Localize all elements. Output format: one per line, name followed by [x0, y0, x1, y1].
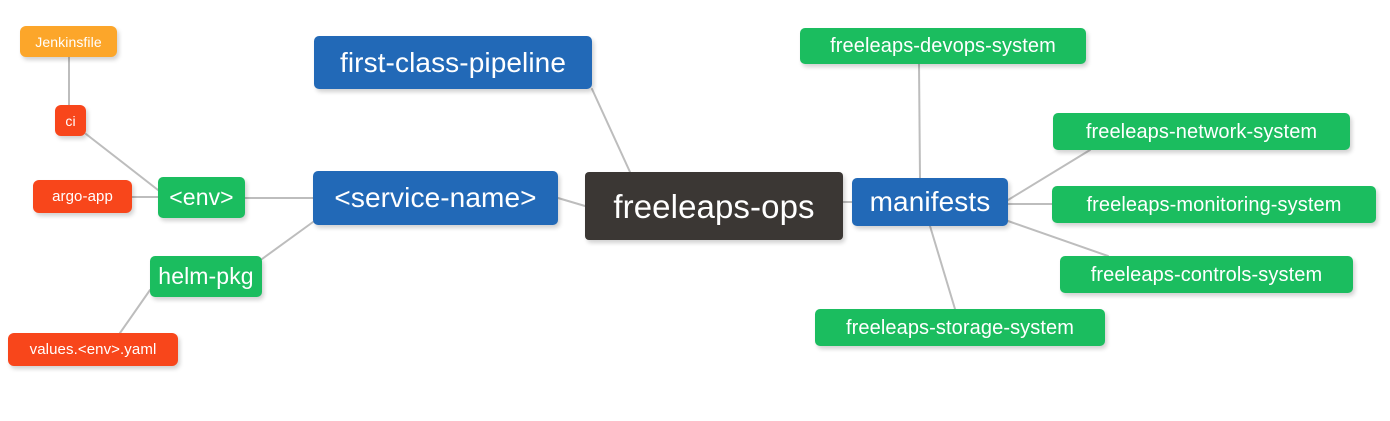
node-label: <service-name>	[334, 182, 537, 213]
edge-helm-pkg-to-values-env-yaml	[119, 289, 151, 334]
edge-manifests-to-freeleaps-storage-system	[929, 225, 956, 310]
node-freeleaps-controls-system[interactable]: freeleaps-controls-system	[1060, 256, 1353, 293]
edge-root-to-service-name	[557, 197, 586, 207]
node-argo-app[interactable]: argo-app	[33, 180, 132, 213]
node-env[interactable]: <env>	[158, 177, 245, 218]
edge-service-name-to-helm-pkg	[261, 221, 314, 260]
node-freeleaps-network-system[interactable]: freeleaps-network-system	[1053, 113, 1350, 150]
node-helm-pkg[interactable]: helm-pkg	[150, 256, 262, 297]
node-label: first-class-pipeline	[339, 46, 567, 78]
node-manifests[interactable]: manifests	[852, 178, 1008, 226]
node-service-name[interactable]: <service-name>	[313, 171, 558, 225]
node-label: freeleaps-ops	[613, 187, 815, 225]
node-label: ci	[65, 112, 76, 129]
node-root[interactable]: freeleaps-ops	[585, 172, 843, 240]
node-first-class-pipeline[interactable]: first-class-pipeline	[314, 36, 592, 89]
node-label: manifests	[869, 186, 991, 217]
node-label: values.<env>.yaml	[29, 341, 157, 358]
node-label: Jenkinsfile	[35, 33, 102, 50]
node-freeleaps-devops-system[interactable]: freeleaps-devops-system	[800, 28, 1086, 64]
node-values-env-yaml[interactable]: values.<env>.yaml	[8, 333, 178, 366]
node-label: freeleaps-monitoring-system	[1086, 193, 1342, 216]
node-label: freeleaps-network-system	[1085, 120, 1318, 143]
node-label: helm-pkg	[158, 263, 254, 289]
edge-manifests-to-freeleaps-controls-system	[1007, 220, 1109, 257]
node-freeleaps-storage-system[interactable]: freeleaps-storage-system	[815, 309, 1105, 346]
node-ci[interactable]: ci	[55, 105, 86, 136]
node-jenkinsfile[interactable]: Jenkinsfile	[20, 26, 117, 57]
node-label: <env>	[169, 184, 234, 210]
node-freeleaps-monitoring-system[interactable]: freeleaps-monitoring-system	[1052, 186, 1376, 223]
node-label: freeleaps-storage-system	[845, 316, 1075, 339]
node-label: freeleaps-controls-system	[1090, 263, 1323, 286]
node-label: freeleaps-devops-system	[830, 35, 1056, 57]
node-label: argo-app	[52, 188, 113, 205]
edge-manifests-to-freeleaps-devops-system	[918, 63, 921, 179]
edge-root-to-first-class-pipeline	[591, 88, 631, 173]
